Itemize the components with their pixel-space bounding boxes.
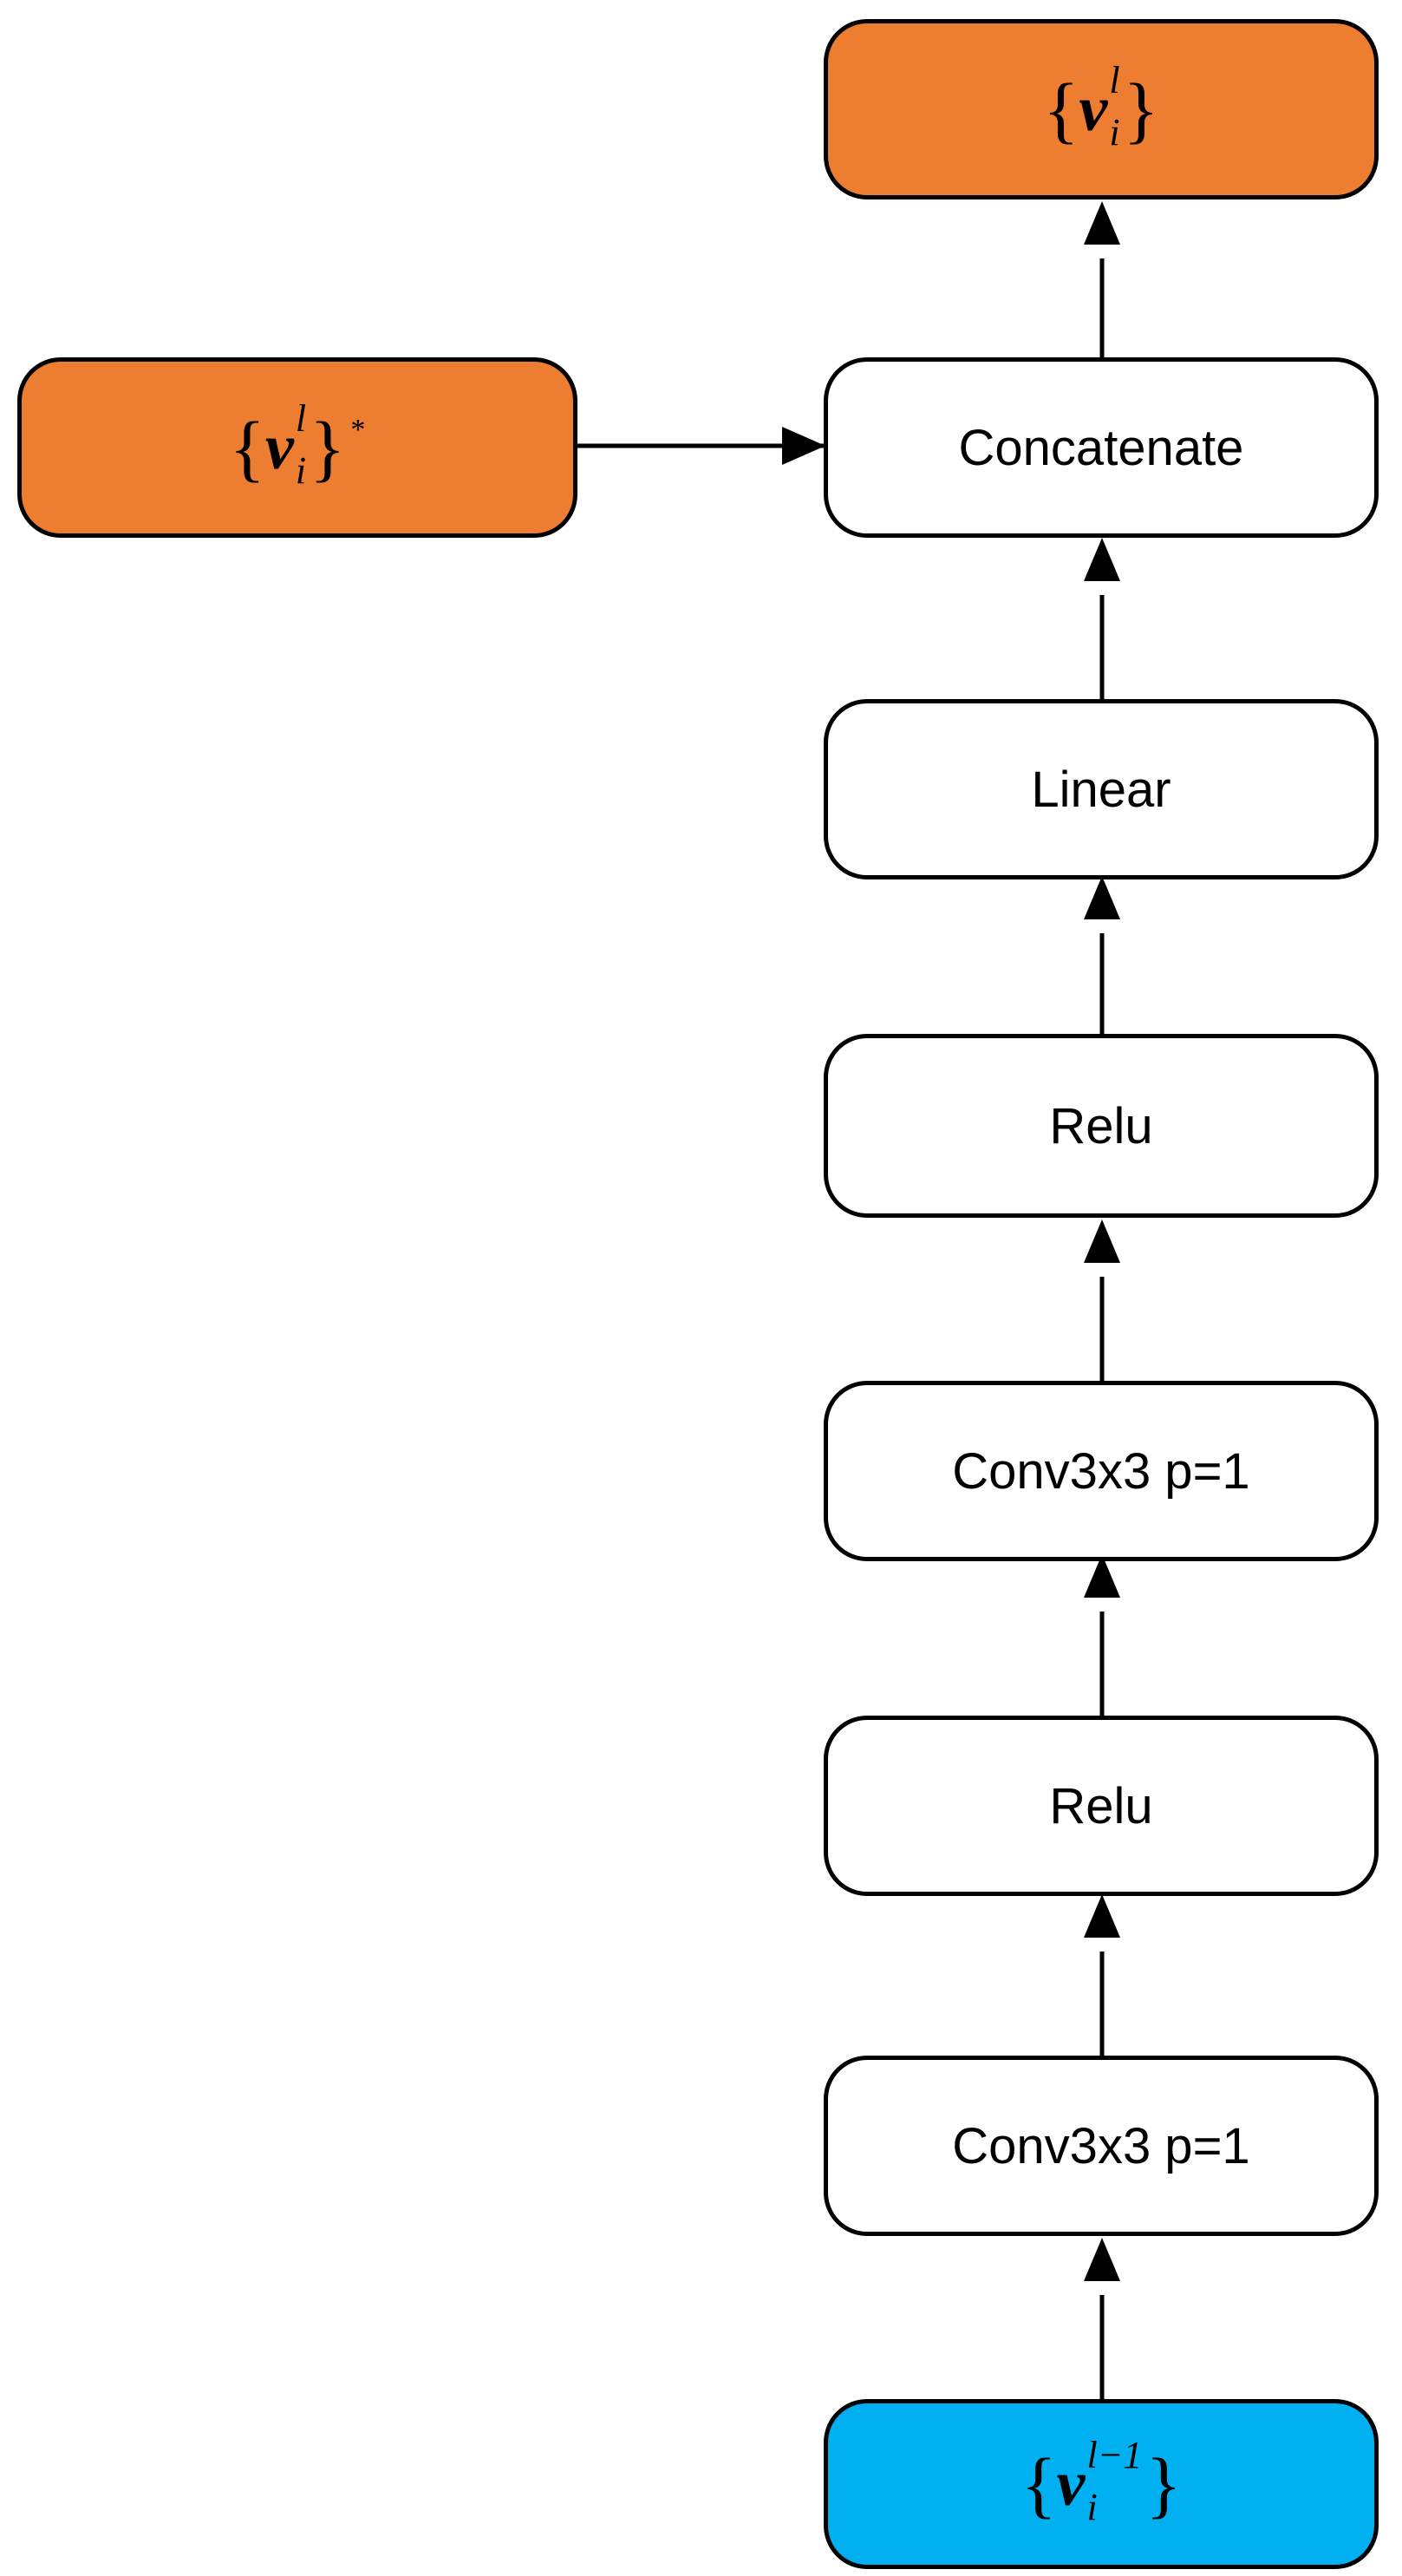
relu-upper-layer: Relu	[824, 1034, 1379, 1218]
arrowhead-conv-upper-to-relu-upper	[1084, 1219, 1120, 1263]
arrowhead-relu-upper-to-linear	[1084, 876, 1120, 919]
output-node: { v l i }	[824, 19, 1379, 199]
conv-upper-layer: Conv3x3 p=1	[824, 1381, 1379, 1561]
linear-label: Linear	[1031, 761, 1171, 818]
concatenate-layer: Concatenate	[824, 357, 1379, 538]
concatenate-label: Concatenate	[958, 419, 1244, 476]
linear-layer: Linear	[824, 699, 1379, 879]
conv-lower-label: Conv3x3 p=1	[952, 2117, 1250, 2174]
arrowhead-input-to-conv-lower	[1084, 2238, 1120, 2281]
input-node: { v l−1 i }	[824, 2399, 1379, 2569]
output-symbol: { v l i }	[1043, 59, 1159, 154]
skip-input-symbol: { v l i } *	[229, 397, 366, 492]
arrowhead-conv-lower-to-relu-lower	[1084, 1894, 1120, 1938]
relu-lower-label: Relu	[1049, 1777, 1153, 1834]
skip-input-node: { v l i } *	[17, 357, 577, 538]
arrowhead-concat-to-output	[1084, 201, 1120, 245]
input-symbol: { v l−1 i }	[1021, 2434, 1182, 2528]
conv-upper-label: Conv3x3 p=1	[952, 1442, 1250, 1500]
arrowhead-skip-to-concat	[782, 427, 825, 465]
arrowhead-relu-lower-to-conv-upper	[1084, 1554, 1120, 1598]
conv-lower-layer: Conv3x3 p=1	[824, 2056, 1379, 2236]
relu-upper-label: Relu	[1049, 1097, 1153, 1154]
relu-lower-layer: Relu	[824, 1716, 1379, 1896]
arrowhead-linear-to-concat	[1084, 538, 1120, 581]
